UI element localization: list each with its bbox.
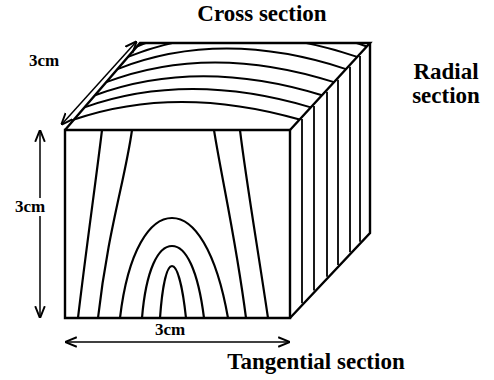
section-label: Radial section	[401, 60, 491, 108]
growth-ring	[118, 49, 347, 70]
radial-face-grain	[302, 56, 360, 303]
cross-section-rings	[74, 25, 367, 120]
dimension-label: 3cm	[28, 52, 60, 70]
growth-ring	[85, 89, 311, 107]
radial-stripe	[326, 92, 328, 277]
block-outline	[65, 43, 370, 318]
growth-ring	[106, 62, 334, 82]
dimension-label: 3cm	[14, 198, 46, 216]
growth-ring	[95, 76, 322, 95]
tangential-face-grain	[78, 130, 268, 318]
width-arrow	[66, 341, 289, 343]
growth-ring	[74, 102, 300, 120]
section-label: Cross section	[196, 2, 327, 26]
radial-stripe	[337, 80, 339, 265]
growth-ring	[128, 36, 357, 57]
radial-stripe	[301, 119, 303, 303]
radial-stripe	[313, 106, 315, 291]
radial-stripe	[349, 67, 351, 253]
height-arrow	[39, 131, 41, 317]
section-label: Tangential section	[226, 350, 405, 374]
dimension-label: 3cm	[154, 321, 186, 339]
depth-arrow	[62, 42, 136, 124]
dimension-arrows	[40, 42, 289, 342]
radial-stripe	[359, 56, 361, 242]
